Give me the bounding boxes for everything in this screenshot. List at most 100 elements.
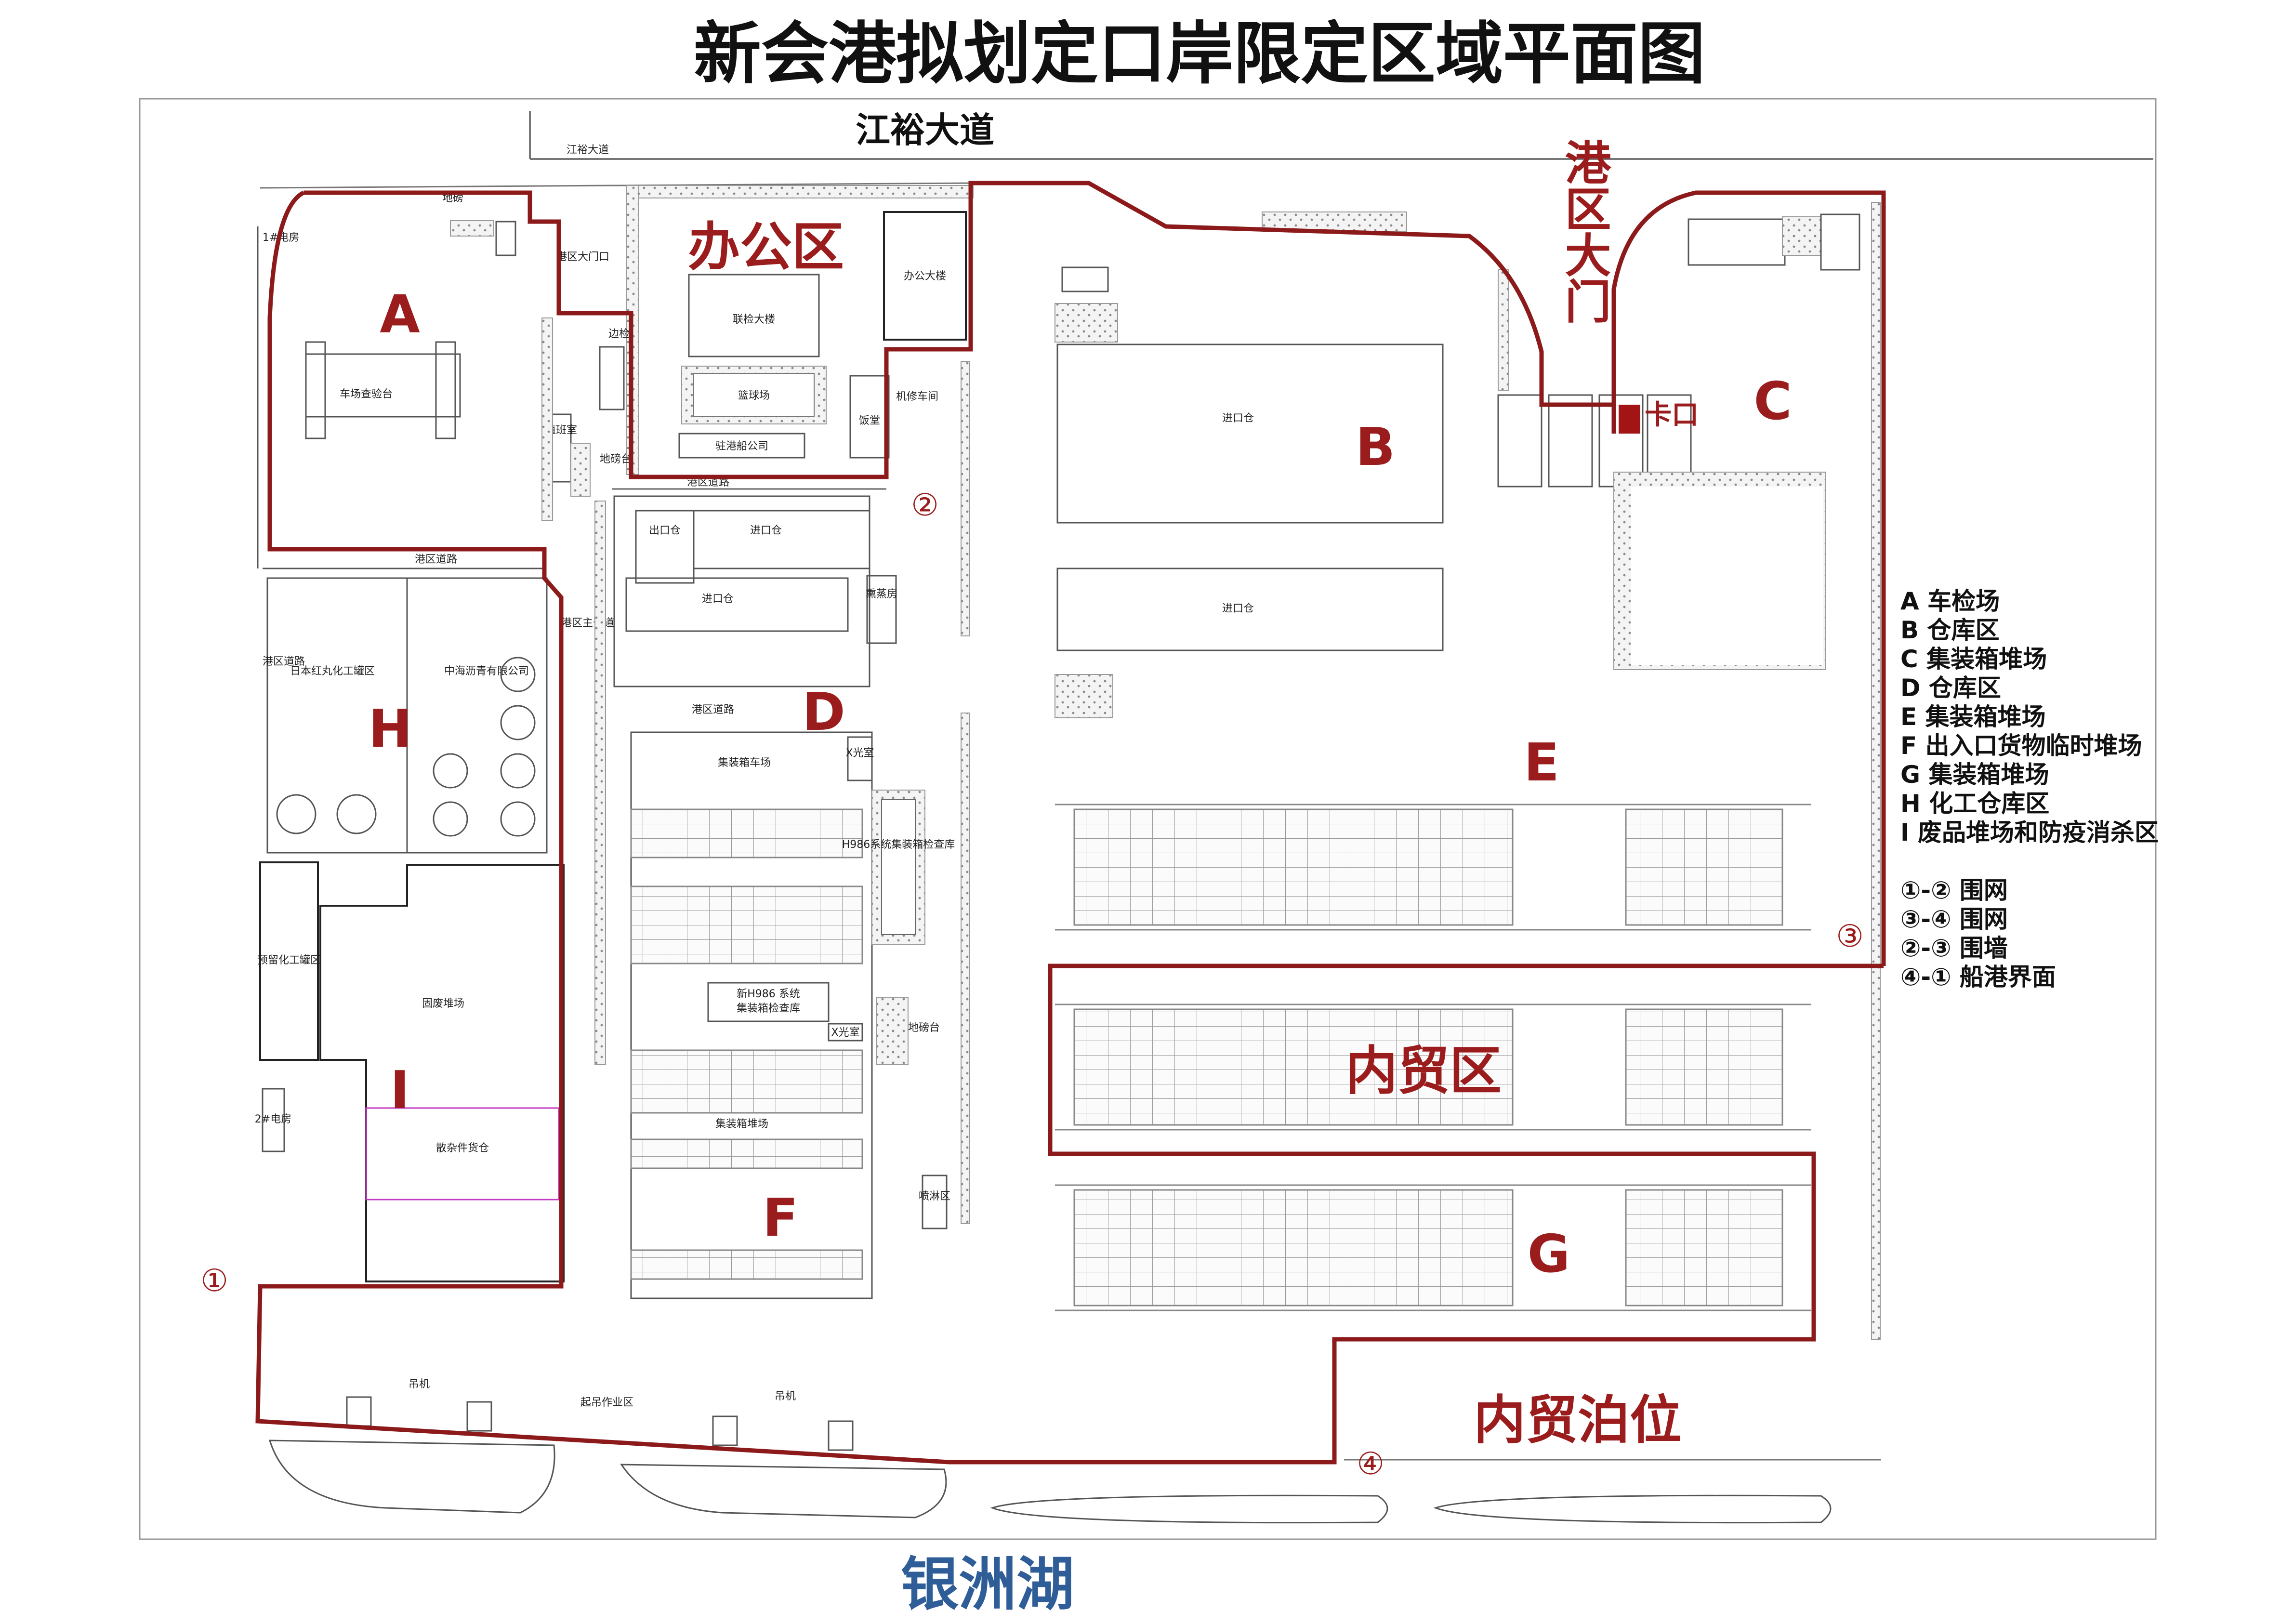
- import-warehouse-b1: [1056, 343, 1444, 524]
- crane-2-label: 吊机: [775, 1390, 796, 1402]
- xray-room-2: [828, 1023, 863, 1042]
- repair-shop-label: 机修车间: [896, 391, 938, 403]
- weighbridge-top: [450, 220, 494, 237]
- container-yard-label: 集装箱堆场: [715, 1118, 768, 1130]
- weighbridge-2-label: 地磅台: [908, 1022, 940, 1034]
- zone-e-label: E: [1524, 733, 1559, 793]
- crane: [712, 1415, 738, 1446]
- yard-c-building3: [1820, 213, 1860, 271]
- yard-c-building: [1688, 218, 1786, 266]
- asphalt-tank: [500, 657, 536, 692]
- spray-label: 喷淋区: [919, 1190, 950, 1202]
- new-h986-building: [707, 982, 830, 1022]
- fumigation-room: [866, 575, 897, 644]
- restricted-boundary-a: [255, 190, 1884, 1465]
- grid-block-f: [630, 1049, 863, 1114]
- legend-item: F 出入口货物临时堆场: [1900, 732, 2142, 760]
- grid-block-f: [630, 808, 863, 858]
- import-warehouse-1: [693, 510, 870, 569]
- zone-d-label: D: [802, 682, 845, 742]
- asphalt-tank: [433, 753, 468, 789]
- import-wh-2-label: 进口仓: [702, 593, 734, 605]
- export-wh-label: 出口仓: [649, 525, 681, 537]
- yard-e-left: [1073, 808, 1514, 926]
- legend-item: ③-④ 围网: [1900, 905, 2008, 933]
- zone-b-label: B: [1356, 417, 1395, 477]
- gate-lanes: [1497, 394, 1543, 488]
- h986-label: H986系统集装箱检查库: [842, 839, 955, 851]
- yard-g-right: [1625, 1189, 1783, 1307]
- legend-item: B 仓库区: [1900, 616, 2000, 644]
- port-road-left-label: 港区道路: [263, 656, 305, 668]
- center-road-fence: [961, 361, 970, 636]
- joint-building-label: 联检大楼: [733, 314, 775, 326]
- xray-2-label: X光室: [831, 1027, 859, 1039]
- yard-c-building2: [1782, 216, 1821, 256]
- legend: A 车检场 B 仓库区 C 集装箱堆场 D 仓库区 E 集装箱堆场 F 出入口货…: [1900, 587, 2159, 991]
- yard-g-left: [1073, 1189, 1514, 1307]
- ship-outline: [1433, 1494, 1832, 1524]
- vehicle-inspection-label: 车场查验台: [340, 388, 393, 400]
- road-small-label: 江裕大道: [567, 144, 609, 156]
- yard-c-inner: [1631, 487, 1823, 665]
- container-truck-yard: [630, 731, 873, 1299]
- crane: [828, 1420, 854, 1451]
- reserved-chem-area: [259, 861, 319, 1061]
- import-warehouse-2: [625, 577, 849, 632]
- zhonghai-label: 中海沥青有限公司: [444, 665, 529, 677]
- xray-1-label: X光室: [845, 747, 874, 759]
- small-building: [495, 221, 516, 256]
- canteen: [849, 375, 890, 459]
- zone-office-label: 办公区: [688, 217, 844, 277]
- import-warehouse-b2: [1056, 568, 1444, 651]
- legend-item: C 集装箱堆场: [1900, 645, 2047, 673]
- japan-chem-label: 日本红丸化工罐区: [290, 665, 375, 677]
- office-building-label: 办公大楼: [904, 270, 946, 282]
- bulk-warehouse: [365, 1107, 560, 1201]
- guard-post: [599, 346, 625, 410]
- office-building: [883, 211, 967, 341]
- road-line: [260, 182, 974, 189]
- zone-c-label: C: [1753, 371, 1792, 432]
- domestic-berth-label: 内贸泊位: [1474, 1390, 1682, 1451]
- weighbridge-stand: [570, 443, 591, 497]
- marker-1: ①: [200, 1263, 228, 1299]
- solid-waste-outline: [319, 864, 565, 1282]
- main-road-label: 港区主干道: [561, 617, 614, 629]
- import-wh-b2-label: 进口仓: [1222, 603, 1254, 615]
- inspection-platform-post: [305, 341, 326, 439]
- resident-office-label: 驻港船公司: [715, 440, 768, 452]
- grid-block-f: [630, 885, 863, 964]
- basketball-label: 篮球场: [738, 390, 770, 402]
- asphalt-tank: [500, 753, 536, 789]
- ship: [620, 1464, 947, 1518]
- inspection-platform-post: [435, 341, 456, 439]
- canteen-label: 饭堂: [859, 415, 880, 427]
- ship-outline: [990, 1494, 1388, 1524]
- weighbridge-stand-label: 地磅台: [600, 453, 632, 465]
- legend-item: I 废品堆场和防疫消杀区: [1900, 819, 2159, 846]
- zone-gate-label: 港区大门: [1557, 139, 1611, 324]
- building-b-small: [1061, 266, 1109, 292]
- reserved-chem-label: 预留化工罐区: [257, 954, 321, 966]
- yard-domestic-left: [1073, 1008, 1514, 1126]
- port-road-2-label: 港区道路: [415, 554, 457, 566]
- yard-e-right: [1625, 808, 1783, 926]
- zone-i-label: I: [390, 1060, 409, 1121]
- power-room-2-label: 2#电房: [255, 1113, 291, 1125]
- zone-f-label: F: [763, 1188, 798, 1248]
- weighbridge-2: [876, 997, 909, 1065]
- warehouse-d: [613, 495, 870, 687]
- asphalt-tank: [500, 705, 536, 740]
- legend-item: E 集装箱堆场: [1900, 703, 2046, 731]
- chem-tank: [336, 794, 377, 834]
- import-wh-1-label: 进口仓: [750, 525, 782, 537]
- restricted-boundary-left: [303, 181, 1616, 479]
- crane: [346, 1396, 372, 1427]
- zone-g-label: G: [1528, 1224, 1570, 1284]
- legend-item: G 集装箱堆场: [1900, 761, 2049, 789]
- road-main-label: 江裕大道: [856, 110, 994, 150]
- legend-item: A 车检场: [1900, 587, 2000, 615]
- top-strip: [1262, 211, 1407, 232]
